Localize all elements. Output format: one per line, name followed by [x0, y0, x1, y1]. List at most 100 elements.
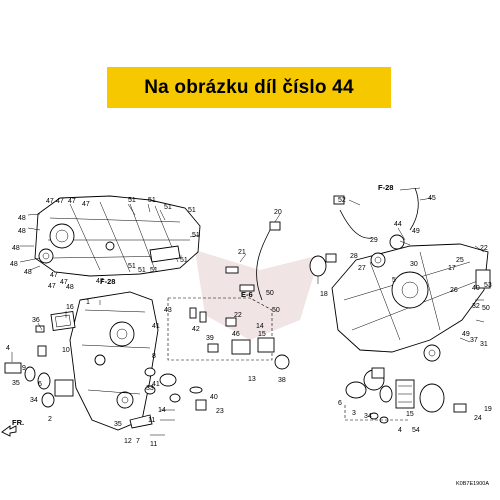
part-number-label: 44	[394, 221, 402, 228]
part-number-label: 13	[248, 376, 256, 383]
part-number-label: 35	[12, 380, 20, 387]
part-number-label: 31	[480, 341, 488, 348]
part-number-label: 27	[358, 265, 366, 272]
part-number-label: 51	[192, 232, 200, 239]
part-number-label: 10	[62, 347, 70, 354]
part-number-label: 50	[482, 305, 490, 312]
part-number-label: 41	[152, 381, 160, 388]
part-number-label: 34	[364, 413, 372, 420]
part-number-label: 50	[266, 290, 274, 297]
part-number-label: 21	[238, 249, 246, 256]
part-number-label: 34	[30, 397, 38, 404]
part-number-label: 9	[22, 365, 26, 372]
part-number-label: 46	[232, 331, 240, 338]
part-number-label: 18	[320, 291, 328, 298]
part-number-label: 50	[272, 307, 280, 314]
part-number-label: 47	[96, 278, 104, 285]
ref-e6: E-6	[241, 290, 253, 299]
part-number-label: 40	[210, 394, 218, 401]
leader-lines	[11, 197, 485, 362]
part-number-label: 14	[256, 323, 264, 330]
part-number-label: 54	[412, 427, 420, 434]
ref-f28-left: F-28	[100, 277, 115, 286]
part-number-label: 37	[470, 337, 478, 344]
part-number-label: 24	[474, 415, 482, 422]
part-number-label: 28	[350, 253, 358, 260]
part-number-label: 47	[68, 198, 76, 205]
part-number-label: 19	[484, 406, 492, 413]
part-number-label: 47	[46, 198, 54, 205]
part-number-label: 15	[258, 331, 266, 338]
reference-callouts: F-28 F-28 E-6 FR. K0B7E1900A	[1, 183, 489, 487]
part-number-label: 48	[18, 215, 26, 222]
part-number-label: 22	[234, 312, 242, 319]
part-number-label: 51	[138, 267, 146, 274]
part-number-label: 51	[164, 204, 172, 211]
part-number-label: 6	[38, 381, 42, 388]
part-number-label: 4	[398, 427, 402, 434]
center-small-parts	[167, 221, 290, 370]
part-number-label: 32	[472, 303, 480, 310]
part-number-label: 47	[50, 272, 58, 279]
oil-filter-group	[344, 367, 467, 424]
right-crankcase	[309, 187, 491, 362]
part-number-label: 26	[450, 287, 458, 294]
part-number-label: 51	[180, 257, 188, 264]
part-number-label: 38	[278, 377, 286, 384]
part-number-label: 47	[82, 201, 90, 208]
part-number-label: 49	[412, 228, 420, 235]
part-number-label: 35	[114, 421, 122, 428]
part-number-label: 47	[48, 283, 56, 290]
part-number-label: 14	[158, 407, 166, 414]
part-number-label: 47	[56, 198, 64, 205]
part-number-label: 52	[338, 197, 346, 204]
part-number-label: 1	[86, 299, 90, 306]
part-number-label: 48	[10, 261, 18, 268]
part-number-label: 33	[146, 385, 154, 392]
part-number-label: 49	[462, 331, 470, 338]
part-number-label: 48	[18, 228, 26, 235]
part-number-label: 53	[484, 282, 492, 289]
part-number-label: 7	[136, 438, 140, 445]
part-number-label: 5	[392, 277, 396, 284]
part-number-label: 45	[428, 195, 436, 202]
part-number-banner: Na obrázku díl číslo 44	[107, 67, 391, 108]
part-number-label: 39	[206, 335, 214, 342]
ref-f28-right: F-28	[378, 183, 393, 192]
part-number-label: 2	[48, 416, 52, 423]
part-number-label: 22	[480, 245, 488, 252]
part-number-label: 6	[338, 400, 342, 407]
part-number-label: 48	[12, 245, 20, 252]
part-number-label: 11	[148, 417, 155, 424]
part-number-label: 20	[274, 209, 282, 216]
part-number-label: 51	[148, 197, 156, 204]
part-number-label: 11	[150, 441, 157, 448]
part-number-label: 42	[192, 326, 200, 333]
part-number-label: 51	[150, 267, 158, 274]
part-number-label: 41	[152, 323, 160, 330]
part-number-label: 30	[410, 261, 418, 268]
part-number-label: 4	[6, 345, 10, 352]
part-number-label: 29	[370, 237, 378, 244]
ref-front-direction: FR.	[12, 418, 24, 427]
part-number-label: 48	[24, 269, 32, 276]
part-number-label: 43	[164, 307, 172, 314]
part-number-label: 23	[216, 408, 224, 415]
part-number-label: 17	[448, 265, 456, 272]
part-number-label: 3	[352, 410, 356, 417]
part-number-label: 51	[128, 197, 136, 204]
part-number-label: 51	[128, 263, 136, 270]
banner-text: Na obrázku díl číslo 44	[144, 76, 354, 98]
front-arrow-icon	[1, 425, 17, 437]
part-number-label: 25	[456, 257, 464, 264]
part-number-label: 40	[472, 285, 480, 292]
part-number-label: 48	[66, 284, 74, 291]
part-number-label: 16	[66, 304, 74, 311]
diagram-code: K0B7E1900A	[456, 481, 489, 487]
part-number-label: 51	[188, 207, 196, 214]
part-number-label: 8	[152, 353, 156, 360]
left-crankcase-cover	[34, 195, 201, 277]
left-crankcase-half	[4, 291, 207, 436]
